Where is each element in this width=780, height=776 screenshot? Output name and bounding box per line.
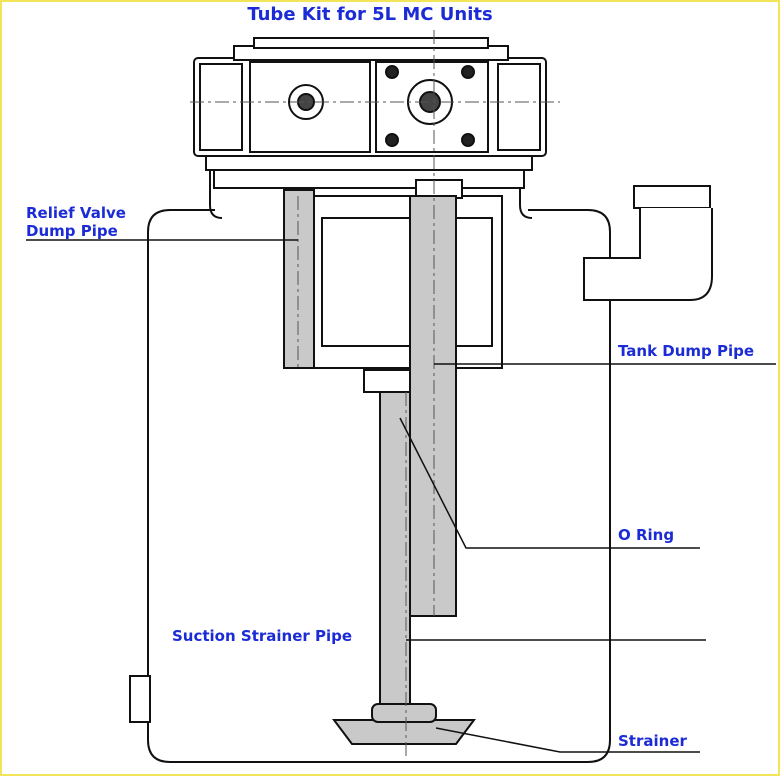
pump-housing bbox=[193, 37, 547, 189]
label-strainer: Strainer bbox=[618, 732, 687, 750]
tank-dump-pipe bbox=[409, 195, 457, 617]
valve-block bbox=[311, 195, 503, 369]
drain-plug bbox=[129, 675, 151, 723]
label-tank-dump-pipe: Tank Dump Pipe bbox=[618, 342, 755, 360]
diagram-title: Tube Kit for 5L MC Units bbox=[247, 4, 493, 25]
suction-strainer-pipe bbox=[379, 391, 411, 709]
label-suction-strainer-pipe: Suction Strainer Pipe bbox=[172, 627, 353, 645]
breather-cap bbox=[583, 185, 713, 301]
strainer-collar bbox=[371, 703, 437, 723]
tank-body bbox=[147, 209, 611, 763]
label-relief-valve-line1: Relief Valve bbox=[26, 204, 126, 222]
leader-strainer bbox=[435, 727, 700, 753]
relief-valve-dump-pipe bbox=[283, 189, 315, 369]
leader-o-ring bbox=[399, 417, 700, 549]
housing-bolts bbox=[385, 65, 475, 147]
label-o-ring: O Ring bbox=[618, 526, 675, 544]
label-relief-valve-dump-pipe: Relief Valve Dump Pipe bbox=[26, 204, 126, 240]
tank-neck bbox=[209, 160, 533, 219]
valve-block-inner bbox=[321, 217, 493, 347]
label-relief-valve-line2: Dump Pipe bbox=[26, 222, 118, 240]
leader-lines bbox=[26, 239, 776, 753]
center-lines bbox=[190, 30, 560, 760]
